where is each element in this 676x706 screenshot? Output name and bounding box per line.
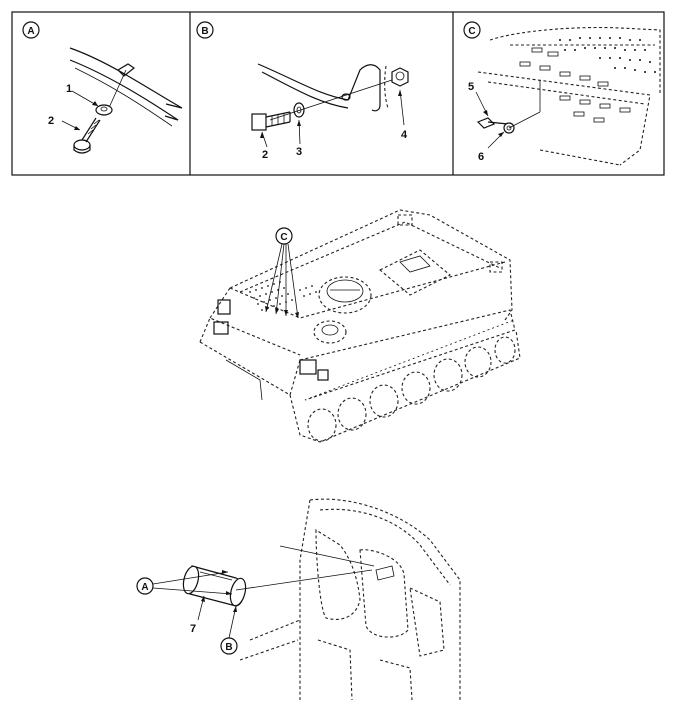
screw-part-2b bbox=[251, 111, 291, 131]
bolt-part-5 bbox=[476, 117, 509, 129]
panel-c: C bbox=[463, 21, 661, 166]
callout-2-panel-a: 2 bbox=[48, 115, 54, 127]
svg-text:A: A bbox=[141, 582, 148, 593]
slot-pattern bbox=[519, 47, 631, 123]
driver-hatch bbox=[313, 320, 347, 344]
callout-5: 5 bbox=[468, 81, 474, 93]
callout-2-panel-b: 2 bbox=[262, 149, 268, 161]
washer-part-3 bbox=[293, 102, 305, 118]
panel-b: B 2 bbox=[196, 21, 409, 161]
bottom-callout-b: B bbox=[220, 637, 238, 655]
bottom-callout-a: A bbox=[136, 577, 154, 595]
hull-interior-view bbox=[239, 498, 461, 701]
panel-a-id-circle: A bbox=[22, 21, 40, 39]
panel-c-id-circle: C bbox=[463, 21, 481, 39]
callout-6: 6 bbox=[478, 151, 484, 163]
svg-text:A: A bbox=[27, 26, 34, 37]
vehicle-callout-c: C bbox=[275, 227, 293, 245]
svg-text:C: C bbox=[468, 26, 475, 37]
screw-part-2a bbox=[73, 117, 101, 154]
callout-1: 1 bbox=[66, 83, 72, 95]
svg-text:B: B bbox=[201, 26, 208, 37]
washer-part-1 bbox=[95, 104, 113, 116]
road-wheels bbox=[307, 336, 516, 442]
vehicle-view: C bbox=[199, 209, 521, 443]
commander-hatch bbox=[318, 276, 372, 314]
engine-grille bbox=[249, 281, 317, 311]
panel-a: A 1 2 bbox=[22, 21, 183, 154]
svg-text:B: B bbox=[225, 642, 232, 653]
callout-4: 4 bbox=[401, 129, 408, 141]
grille-pattern bbox=[559, 37, 656, 73]
panel-b-id-circle: B bbox=[196, 21, 214, 39]
detail-panels-frame bbox=[11, 11, 665, 176]
callout-3: 3 bbox=[296, 146, 302, 158]
callout-7: 7 bbox=[190, 623, 196, 635]
svg-text:C: C bbox=[280, 232, 287, 243]
tube-part-7 bbox=[182, 545, 375, 607]
nut-part-4 bbox=[391, 67, 409, 87]
